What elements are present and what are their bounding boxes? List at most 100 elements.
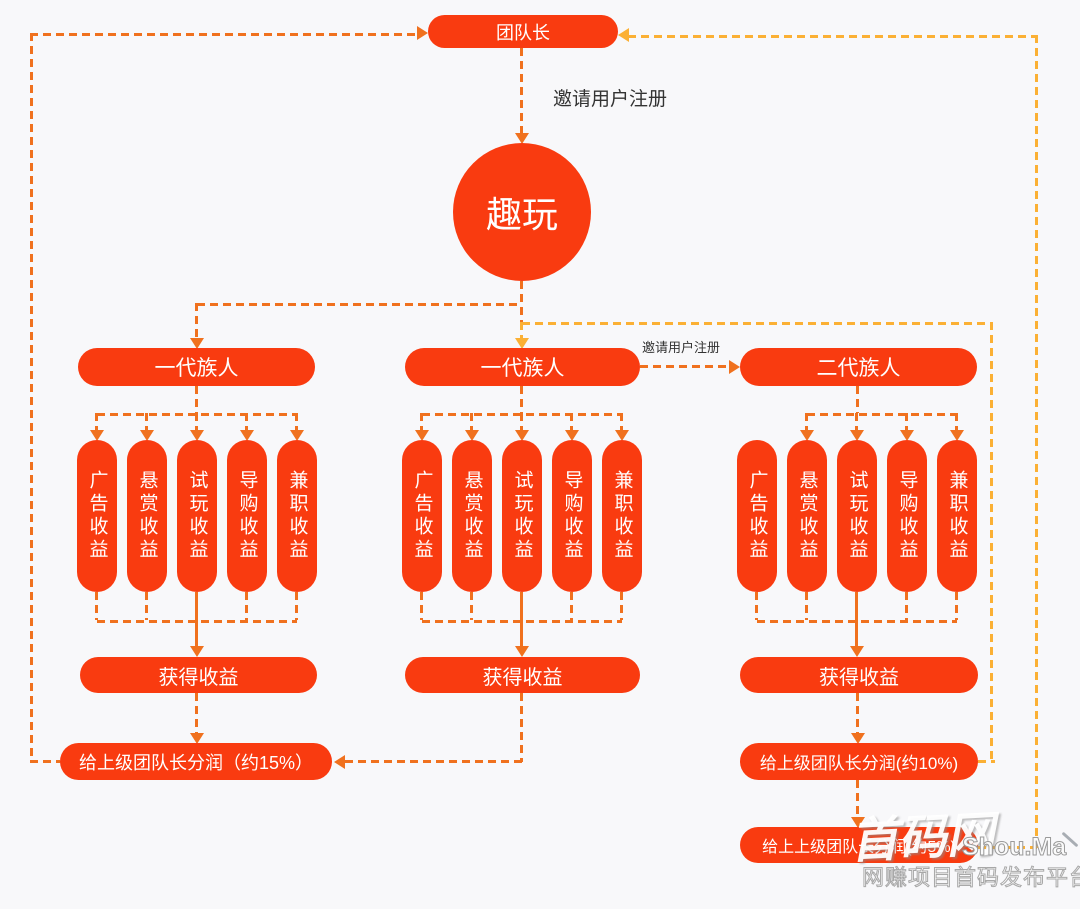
branch1-share-pill: 给上级团队长分润（约15%） <box>60 743 332 780</box>
arrow-down-icon <box>190 430 204 441</box>
arrow-down-icon <box>515 133 529 144</box>
connector-b1-up1 <box>95 592 98 620</box>
connector-b3-title-drop <box>856 386 859 413</box>
watermark-tagline: 网赚项目首码发布平台 <box>861 865 1080 891</box>
invite-label-mid: 邀请用户注册 <box>642 340 721 355</box>
connector-b3-up1 <box>755 592 758 620</box>
connector-b1-up5 <box>295 592 298 620</box>
connector-b3-earn-to-share <box>856 693 859 733</box>
connector-b3-drop5 <box>955 413 958 430</box>
income-pill: 悬赏收益 <box>452 440 492 592</box>
arrow-down-icon <box>850 646 864 657</box>
income-pill: 广告收益 <box>77 440 117 592</box>
branch3-earn-pill: 获得收益 <box>740 657 978 693</box>
arrow-down-icon <box>290 430 304 441</box>
income-pill: 导购收益 <box>227 440 267 592</box>
arrow-right-icon <box>417 26 428 40</box>
connector-b2-drop5 <box>620 413 623 430</box>
connector-yellow-10pct-elbow <box>978 760 995 763</box>
arrow-down-icon <box>615 430 629 441</box>
income-pill: 兼职收益 <box>277 440 317 592</box>
connector-b3-drop3 <box>855 413 858 430</box>
connector-split-mid-drop <box>520 322 523 338</box>
branch3-share10-pill: 给上级团队长分润(约10%) <box>740 743 978 780</box>
connector-invite-mid <box>640 365 730 368</box>
connector-b1-up4 <box>245 592 248 620</box>
connector-left-rail-top <box>30 33 418 36</box>
arrow-down-icon <box>515 430 529 441</box>
connector-split-left <box>197 303 522 306</box>
connector-b1-up2 <box>145 592 148 620</box>
connector-b1-drop5 <box>295 413 298 430</box>
connector-left-rail-vertical <box>30 33 33 761</box>
arrow-down-icon <box>565 430 579 441</box>
connector-right-rail-vertical <box>1035 35 1038 848</box>
connector-split-right-yellow <box>522 322 992 325</box>
arrow-down-icon <box>465 430 479 441</box>
branch1-earn-pill: 获得收益 <box>80 657 317 693</box>
income-pill: 悬赏收益 <box>127 440 167 592</box>
connector-left-rail-bottom-elbow <box>30 760 60 763</box>
connector-b3-trunk <box>855 592 858 648</box>
connector-b1-earn-to-share <box>195 693 198 733</box>
income-pill: 导购收益 <box>887 440 927 592</box>
team-leader-pill: 团队长 <box>428 15 618 48</box>
arrow-down-icon <box>190 646 204 657</box>
connector-b2-drop3 <box>520 413 523 430</box>
connector-b3-top-bus <box>807 413 957 416</box>
connector-right-rail-top <box>628 35 1037 38</box>
connector-b3-drop2 <box>805 413 808 430</box>
branch1-title-pill: 一代族人 <box>78 348 315 386</box>
connector-yellow-10pct-vertical <box>990 322 993 760</box>
connector-b3-share-to-share2 <box>856 780 859 817</box>
income-pill: 试玩收益 <box>177 440 217 592</box>
arrow-down-icon <box>851 817 865 828</box>
income-pill: 兼职收益 <box>937 440 977 592</box>
branch2-title-pill: 一代族人 <box>405 348 640 386</box>
arrow-down-icon <box>140 430 154 441</box>
connector-b3-up4 <box>905 592 908 620</box>
connector-b1-drop3 <box>195 413 198 430</box>
income-pill: 广告收益 <box>737 440 777 592</box>
connector-b1-drop2 <box>145 413 148 430</box>
arrow-down-icon <box>900 430 914 441</box>
income-pill: 广告收益 <box>402 440 442 592</box>
income-pill: 试玩收益 <box>837 440 877 592</box>
branch3-share5-pill: 给上上级团队长分润(约5%) <box>740 827 978 863</box>
connector-b2-to-share15 <box>345 760 522 763</box>
income-pill: 兼职收益 <box>602 440 642 592</box>
income-pill: 悬赏收益 <box>787 440 827 592</box>
connector-b2-drop4 <box>570 413 573 430</box>
connector-b2-up2 <box>470 592 473 620</box>
arrow-left-icon <box>618 28 629 42</box>
connector-b2-earn-down <box>520 693 523 762</box>
connector-b1-drop4 <box>245 413 248 430</box>
connector-split-left-drop <box>195 303 198 338</box>
arrow-right-icon <box>729 360 740 374</box>
income-pill: 试玩收益 <box>502 440 542 592</box>
connector-right-rail-bottom-elbow <box>978 846 1037 849</box>
connector-b2-up5 <box>620 592 623 620</box>
arrow-down-icon <box>515 338 529 349</box>
connector-b2-trunk <box>520 592 523 648</box>
connector-b1-trunk <box>195 592 198 648</box>
income-pill: 导购收益 <box>552 440 592 592</box>
connector-b1-title-drop <box>195 386 198 413</box>
connector-b2-drop2 <box>470 413 473 430</box>
arrow-down-icon <box>90 430 104 441</box>
arrow-down-icon <box>415 430 429 441</box>
connector-app-down <box>520 281 523 322</box>
invite-label-top: 邀请用户注册 <box>553 89 668 110</box>
connector-b3-up2 <box>805 592 808 620</box>
branch3-title-pill: 二代族人 <box>740 348 977 386</box>
arrow-down-icon <box>190 338 204 349</box>
watermark-latin: Shou.Ma <box>961 833 1067 862</box>
arrow-down-icon <box>515 646 529 657</box>
app-circle: 趣玩 <box>453 143 591 281</box>
arrow-down-icon <box>950 430 964 441</box>
arrow-left-icon <box>334 755 345 769</box>
connector-b1-drop1 <box>95 413 98 430</box>
connector-b2-up4 <box>570 592 573 620</box>
arrow-down-icon <box>800 430 814 441</box>
